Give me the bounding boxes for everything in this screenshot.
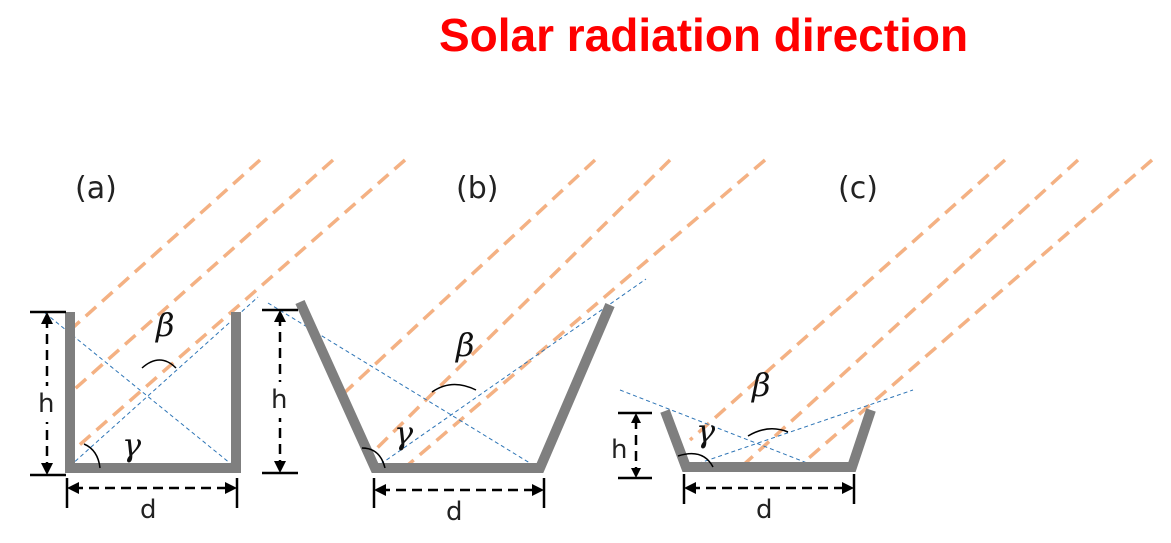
panel-c-label: (c) (838, 171, 878, 206)
arrowhead-right (842, 482, 854, 494)
panel-b-gamma-arc (361, 447, 386, 469)
label-background (609, 432, 631, 464)
panel-c-h-label: h (611, 435, 627, 465)
panel-c-beta: β (751, 366, 771, 404)
panel-c-beta-arc (747, 428, 789, 437)
panel-b-d-label: d (446, 497, 463, 527)
solar-ray (738, 158, 1080, 470)
solar-ray (793, 158, 1154, 472)
panel-b-h-label: h (271, 385, 287, 415)
panel-c-d-label: d (756, 495, 773, 525)
guide-line (374, 278, 647, 469)
guide-line (69, 296, 259, 467)
diagram-title: Solar radiation direction (438, 9, 969, 61)
panel-a-beta-arc (141, 359, 177, 369)
label-background (36, 386, 58, 422)
panel-a-h-label: h (38, 389, 54, 419)
panel-c-solar-rays (688, 158, 1154, 472)
solar-ray (66, 158, 407, 457)
panel-b: (b) β γ h d (262, 158, 767, 527)
arrowhead-down (274, 461, 286, 473)
panel-a-channel (65, 312, 241, 473)
panel-c-guide-lines (619, 389, 914, 469)
panel-a-height-dimension: h (30, 310, 66, 477)
guide-line (684, 389, 914, 469)
arrowhead-left (684, 482, 696, 494)
panel-b-gamma: γ (394, 414, 414, 452)
guide-line (619, 389, 821, 469)
panel-c-gamma: γ (696, 412, 716, 450)
panel-a: (a) β γ h d (30, 158, 407, 525)
panel-b-height-dimension: h (262, 308, 298, 475)
panel-b-beta: β (455, 326, 475, 364)
label-background (269, 382, 291, 418)
panel-b-channel (295, 299, 615, 473)
solar-ray (688, 158, 1007, 442)
panel-b-solar-rays (340, 158, 767, 472)
panel-b-width-dimension: d (372, 478, 546, 527)
solar-ray (400, 158, 767, 472)
arrowhead-left (374, 484, 386, 496)
panel-b-beta-arc (431, 383, 477, 393)
panel-b-guide-lines (267, 278, 647, 469)
panel-a-solar-rays (66, 158, 407, 457)
arrowhead-right (225, 482, 237, 494)
arrowhead-up (631, 413, 641, 423)
arrowhead-down (631, 468, 641, 478)
guide-line (44, 312, 237, 469)
panel-c-width-dimension: d (682, 474, 856, 525)
panel-c-height-dimension: h (609, 411, 652, 480)
arrowhead-down (41, 463, 53, 475)
solar-ray (66, 158, 335, 397)
arrowhead-left (67, 482, 79, 494)
panel-a-gamma-arc (83, 443, 101, 469)
solar-ray (340, 158, 597, 397)
arrowhead-right (532, 484, 544, 496)
arrowhead-up (274, 310, 286, 322)
panel-a-label: (a) (75, 171, 117, 206)
panel-c-gamma-arc (677, 452, 714, 468)
panel-a-width-dimension: d (65, 478, 239, 525)
panel-b-label: (b) (456, 171, 498, 206)
panel-c: (c) β γ h d (609, 158, 1154, 525)
panel-a-gamma: γ (122, 426, 142, 464)
solar-ray (368, 158, 672, 457)
panel-c-channel (660, 408, 876, 472)
panel-a-d-label: d (140, 495, 157, 525)
arrowhead-up (41, 312, 53, 324)
panel-a-beta: β (155, 306, 175, 344)
panel-a-guide-lines (44, 296, 259, 469)
